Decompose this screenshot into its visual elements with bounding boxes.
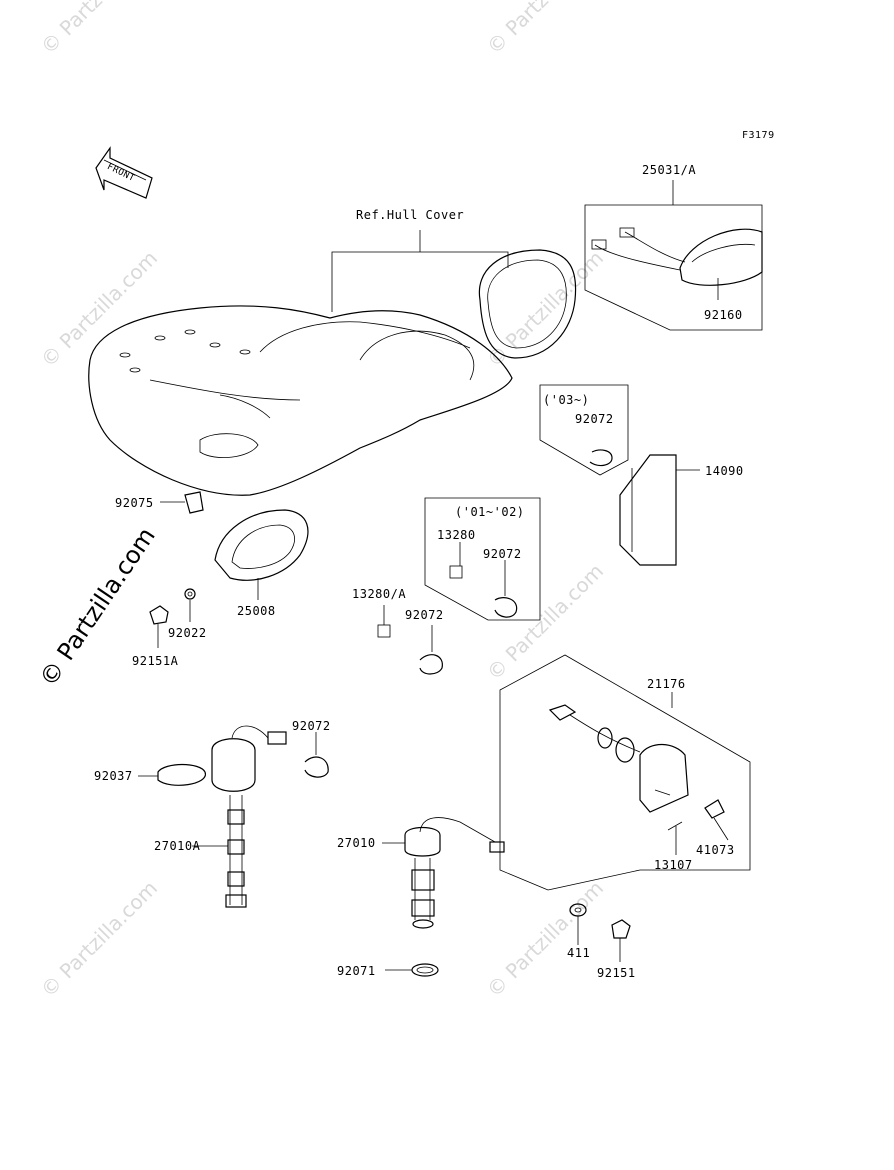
ref-hull-cover-label: Ref.Hull Cover	[356, 208, 465, 222]
part-label-92022: 92022	[168, 626, 207, 640]
part-label-92072: 92072	[292, 719, 331, 733]
part-label-92160: 92160	[704, 308, 743, 322]
part-label-92037: 92037	[94, 769, 133, 783]
year-note-01-02: ('01~'02)	[455, 505, 525, 519]
part-label-92071: 92071	[337, 964, 376, 978]
cover-14090	[619, 454, 700, 566]
front-arrow-icon	[95, 146, 153, 199]
part-label-92072: 92072	[483, 547, 522, 561]
bracket-25008	[214, 509, 309, 600]
sender-21176	[548, 704, 689, 813]
sensor-27010A	[211, 725, 287, 908]
part-label-92072: 92072	[575, 412, 614, 426]
part-label-92075: 92075	[115, 496, 154, 510]
part-label-13107: 13107	[654, 858, 693, 872]
sensor-27010	[404, 817, 505, 929]
meter-gasket	[478, 249, 577, 359]
meter-assembly	[584, 180, 763, 331]
part-label-92151: 92151	[597, 966, 636, 980]
part-label-13280: 13280	[437, 528, 476, 542]
part-label-13280A: 13280/A	[352, 587, 407, 601]
part-label-25008: 25008	[237, 604, 276, 618]
year-note-03: ('03~)	[543, 393, 590, 407]
part-label-21176: 21176	[647, 677, 686, 691]
part-label-41073: 41073	[696, 843, 735, 857]
hull-cover	[88, 305, 513, 496]
part-label-25031A: 25031/A	[642, 163, 697, 177]
part-label-27010A: 27010A	[154, 839, 201, 853]
part-label-411: 411	[567, 946, 591, 960]
part-label-92072: 92072	[405, 608, 444, 622]
part-label-14090: 14090	[705, 464, 744, 478]
part-label-92151A: 92151A	[132, 654, 179, 668]
figure-code: F3179	[742, 130, 775, 141]
part-label-27010: 27010	[337, 836, 376, 850]
